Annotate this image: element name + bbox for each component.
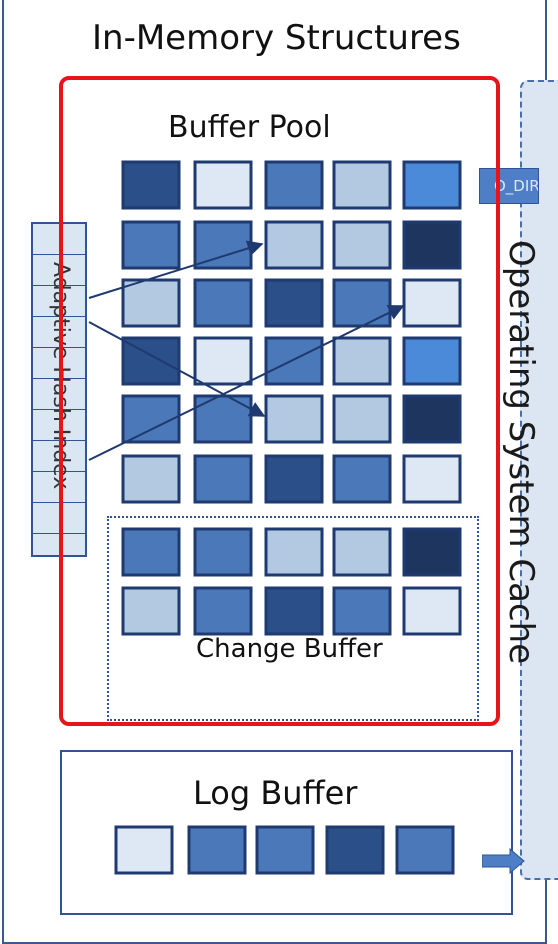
buffer-pool-page xyxy=(332,454,392,504)
change-buffer-page xyxy=(264,586,324,636)
buffer-pool-page xyxy=(121,160,181,210)
change-buffer-page xyxy=(121,586,181,636)
buffer-pool-page xyxy=(332,160,392,210)
buffer-pool-page xyxy=(264,336,324,386)
os-cache-panel xyxy=(520,80,558,880)
hash-pointer-arrow xyxy=(88,305,405,461)
buffer-pool-page xyxy=(332,220,392,270)
change-buffer-page xyxy=(193,527,253,577)
in-memory-title: In-Memory Structures xyxy=(92,18,461,58)
change-buffer-page xyxy=(332,527,392,577)
buffer-pool-page xyxy=(402,336,462,386)
buffer-pool-page xyxy=(193,336,253,386)
log-buffer-block xyxy=(395,825,455,875)
change-buffer-page xyxy=(264,527,324,577)
log-buffer-block xyxy=(114,825,174,875)
buffer-pool-page xyxy=(264,278,324,328)
buffer-pool-page xyxy=(193,220,253,270)
buffer-pool-page xyxy=(402,394,462,444)
buffer-pool-page xyxy=(121,394,181,444)
buffer-pool-page xyxy=(193,454,253,504)
buffer-pool-page xyxy=(332,278,392,328)
buffer-pool-page xyxy=(402,278,462,328)
log-buffer-block xyxy=(255,825,315,875)
change-buffer-page xyxy=(402,586,462,636)
o-direct-label: O_DIR xyxy=(494,177,539,195)
buffer-pool-page xyxy=(402,454,462,504)
buffer-pool-page xyxy=(121,454,181,504)
buffer-pool-page xyxy=(402,160,462,210)
change-buffer-region xyxy=(107,516,479,721)
log-buffer-block xyxy=(187,825,247,875)
buffer-pool-highlight xyxy=(59,76,500,726)
buffer-pool-page xyxy=(332,336,392,386)
buffer-pool-page xyxy=(193,160,253,210)
hash-pointer-arrow xyxy=(88,240,264,299)
hash-pointer-arrow xyxy=(88,321,266,417)
change-buffer-page xyxy=(332,586,392,636)
buffer-pool-page xyxy=(264,394,324,444)
change-buffer-page xyxy=(121,527,181,577)
log-flush-arrow xyxy=(482,847,525,875)
log-buffer-block xyxy=(325,825,385,875)
buffer-pool-page xyxy=(332,394,392,444)
buffer-pool-page xyxy=(402,220,462,270)
buffer-pool-title: Buffer Pool xyxy=(168,110,331,145)
change-buffer-page xyxy=(402,527,462,577)
log-buffer-frame xyxy=(60,750,513,915)
buffer-pool-page xyxy=(264,454,324,504)
buffer-pool-page xyxy=(121,220,181,270)
change-buffer-title: Change Buffer xyxy=(196,634,383,664)
buffer-pool-page xyxy=(264,160,324,210)
o-direct-tab: O_DIR xyxy=(479,168,539,204)
buffer-pool-page xyxy=(121,278,181,328)
buffer-pool-page xyxy=(264,220,324,270)
log-buffer-title: Log Buffer xyxy=(193,774,358,812)
change-buffer-page xyxy=(193,586,253,636)
buffer-pool-page xyxy=(193,278,253,328)
